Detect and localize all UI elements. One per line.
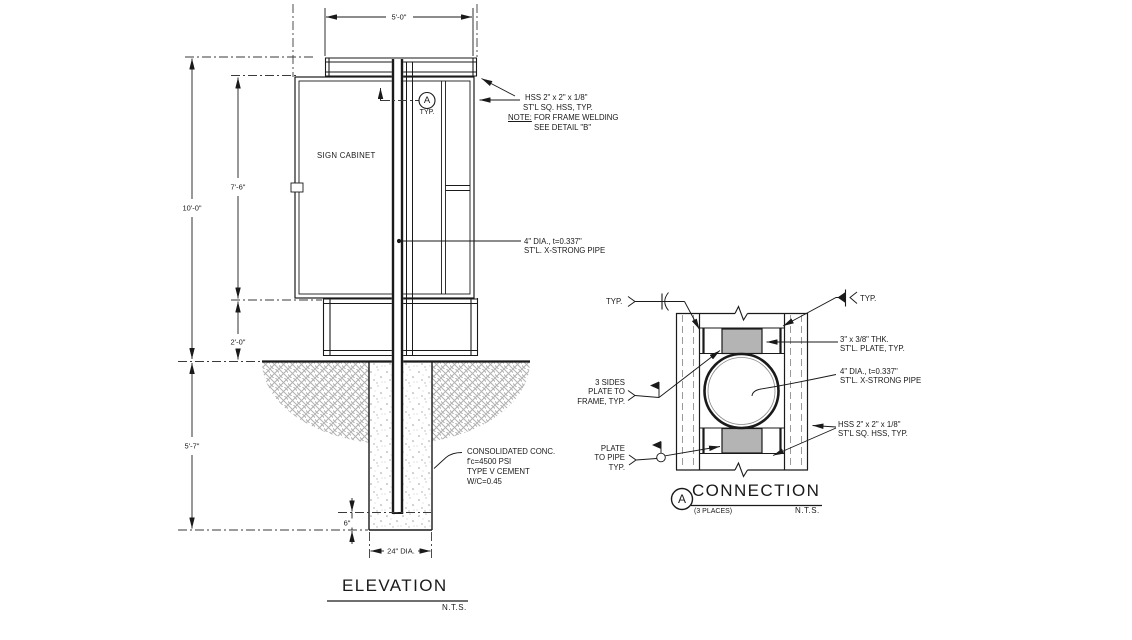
weld-3sides-line2: PLATE TO [588, 387, 625, 396]
connection-scale: N.T.S. [795, 506, 820, 515]
callout-hss-detail-line2: ST'L SQ. HSS, TYP. [838, 429, 908, 438]
weld-note-3sides: 3 SIDES PLATE TO FRAME, TYP. [577, 378, 625, 407]
connection-pipe-section [703, 352, 780, 430]
callout-pipe-line1: 4" DIA., t=0.337" [524, 236, 582, 246]
connection-title: CONNECTION [692, 480, 821, 500]
connection-places-note: (3 PLACES) [694, 508, 733, 515]
dim-footing-depth: 5'-7" [182, 441, 202, 451]
weld-3sides-line1: 3 SIDES [595, 377, 625, 387]
dim-overall-height: 10'-0" [180, 203, 204, 213]
dim-pipe-gap: 6" [341, 518, 353, 528]
dimension-lines [189, 8, 474, 554]
dim-frame-width: 5'-0" [389, 12, 409, 22]
connection-hidden-lines [682, 315, 802, 468]
callout-concrete: CONSOLIDATED CONC. f'c=4500 PSI TYPE V C… [467, 447, 555, 487]
weld-3sides-line3: FRAME, TYP. [577, 396, 625, 406]
callout-plate-line2: ST'L. PLATE, TYP. [840, 344, 905, 353]
sign-frame [290, 57, 479, 357]
callout-pipe-detail-line1: 4" DIA., t=0.337" [840, 366, 898, 376]
typ-right-label: TYP. [860, 293, 877, 303]
connection-marker-letter: A [677, 492, 687, 506]
callout-concrete-line1: CONSOLIDATED CONC. [467, 447, 556, 456]
callout-hss-line2: ST'L SQ. HSS, TYP. [523, 102, 593, 112]
typ-left-label: TYP. [606, 296, 623, 306]
centerlines [178, 4, 478, 561]
note-text: FOR FRAME WELDING [531, 112, 619, 122]
detail-marker-letter: A [423, 94, 431, 106]
elevation-title: ELEVATION [342, 576, 448, 595]
callout-pipe-detail-line2: ST'L. X-STRONG PIPE [840, 376, 922, 385]
weld-note-plate-pipe: PLATE TO PIPE TYP. [594, 444, 625, 473]
detail-marker-circle [418, 91, 436, 110]
callout-plate-detail: 3" x 3/8" THK. ST'L. PLATE, TYP. [840, 335, 905, 354]
elevation-leaders [377, 78, 521, 469]
connection-leaders [627, 289, 858, 466]
weld-plate-pipe-line3: TYP. [608, 462, 625, 472]
elevation-scale: N.T.S. [442, 602, 467, 612]
detail-marker-typ: TYP. [419, 109, 435, 116]
dim-base-height: 2'-0" [228, 337, 248, 347]
callout-concrete-line2: f'c=4500 PSI [467, 457, 512, 466]
callout-hss-note: NOTE: FOR FRAME WELDING [508, 113, 618, 123]
note-label: NOTE: [508, 112, 532, 122]
dim-cabinet-height: 7'-6" [228, 182, 248, 192]
connection-title-marks [670, 487, 822, 511]
callout-concrete-line4: W/C=0.45 [467, 477, 502, 486]
callout-hss-detail: HSS 2" x 2" x 1/8" ST'L SQ. HSS, TYP. [838, 420, 908, 439]
steel-pipe [391, 59, 404, 514]
callout-hss-detail-line1: HSS 2" x 2" x 1/8" [838, 419, 901, 429]
callout-pipe-detail: 4" DIA., t=0.337" ST'L. X-STRONG PIPE [840, 367, 921, 386]
connection-hss-members [675, 305, 809, 478]
callout-concrete-line3: TYPE V CEMENT [467, 467, 530, 476]
callout-plate-line1: 3" x 3/8" THK. [840, 334, 889, 344]
sign-cabinet-label: SIGN CABINET [317, 151, 376, 160]
callout-hss-line1: HSS 2" x 2" x 1/8" [525, 92, 588, 102]
weld-plate-pipe-line1: PLATE [600, 443, 625, 453]
callout-hss-line4: SEE DETAIL "B" [534, 122, 592, 132]
callout-pipe-line2: ST'L. X-STRONG PIPE [524, 246, 606, 255]
callout-pipe-elevation: 4" DIA., t=0.337" ST'L. X-STRONG PIPE [524, 237, 605, 256]
weld-plate-pipe-line2: TO PIPE [594, 453, 625, 462]
dim-footing-diameter: 24" DIA. [385, 546, 417, 556]
